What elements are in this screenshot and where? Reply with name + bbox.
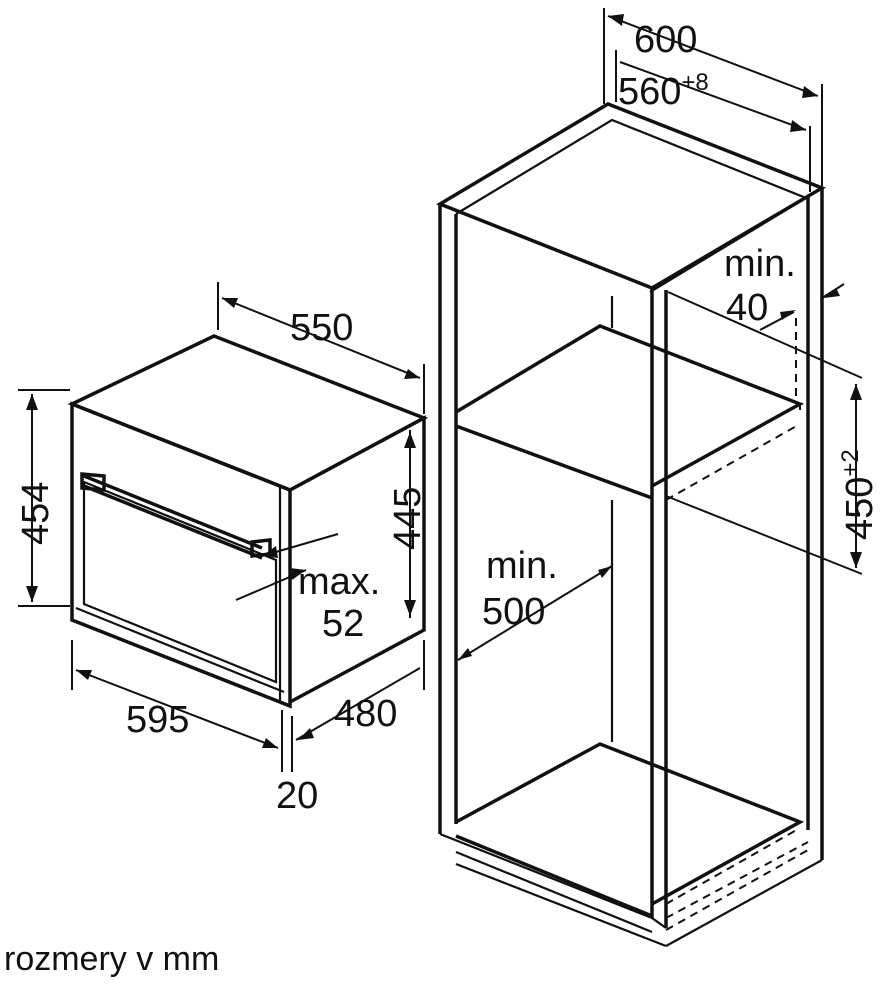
dim-niche-height: 450+2 — [837, 449, 880, 540]
cabinet-back-post — [806, 188, 824, 860]
cabinet-dimensions: 600 560+8 min. 40 450+2 min. 500 — [457, 8, 880, 661]
dim-front-panel-depth: 20 — [276, 775, 318, 817]
oven-door-window — [82, 480, 278, 684]
dim-niche-width: 560+8 — [618, 69, 709, 113]
cabinet-shelf — [455, 324, 805, 500]
dim-rear-gap-value: 40 — [726, 287, 768, 329]
cabinet-left-post — [438, 204, 458, 834]
oven-dimensions: 550 454 445 max. 52 595 480 20 — [15, 282, 429, 817]
cabinet-right-post — [650, 288, 668, 928]
dim-oven-body-width: 480 — [334, 693, 397, 735]
oven-drawing — [67, 334, 429, 709]
oven-handle — [80, 472, 272, 560]
dim-handle-gap-value: 52 — [322, 603, 364, 645]
oven-front-panel — [70, 401, 292, 709]
dim-niche-depth-label: min. — [486, 545, 558, 587]
dim-handle-gap-label: max. — [298, 561, 380, 603]
oven-right-side — [289, 415, 426, 704]
dim-oven-front-width: 595 — [126, 699, 189, 741]
cabinet-bottom — [455, 742, 805, 918]
dim-oven-height-body: 445 — [387, 487, 429, 550]
units-caption: rozmery v mm — [4, 940, 220, 978]
cabinet-drawing — [436, 102, 826, 948]
dim-oven-depth: 550 — [290, 307, 353, 349]
cabinet-plinth — [439, 832, 823, 948]
dim-niche-depth-value: 500 — [482, 591, 545, 633]
dim-oven-height-outer: 454 — [15, 482, 57, 545]
dim-cabinet-width: 600 — [634, 19, 697, 61]
dim-rear-gap-label: min. — [724, 243, 796, 285]
oven-door-bottom-strip — [75, 606, 285, 694]
